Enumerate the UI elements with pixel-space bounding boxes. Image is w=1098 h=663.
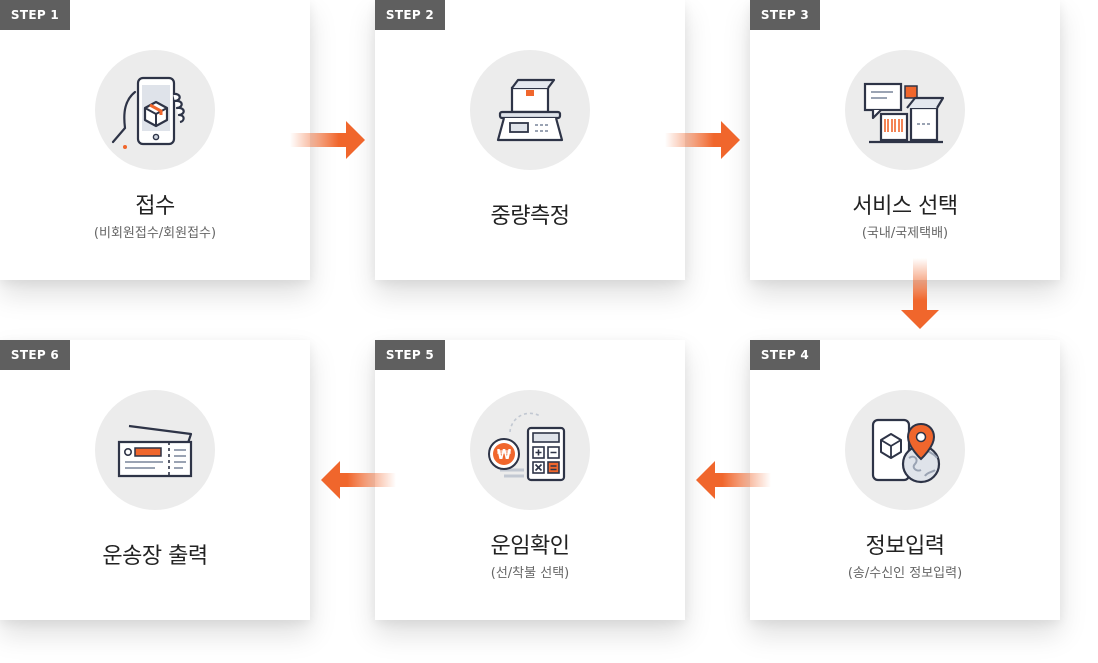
waybill-ticket-icon [95,390,215,510]
step-badge: STEP 4 [750,340,820,370]
step-card-4: STEP 4 정보입력 (송/수신인 정보입력) [750,340,1060,620]
arrow-down-icon [901,258,939,329]
step-subtitle: (국내/국제택배) [861,226,949,241]
step-card-5: STEP 5 ₩ 운임확인 (선/착불 선택) [375,340,685,620]
calculator-coin-icon: ₩ [470,390,590,510]
step-title: 서비스 선택 [852,194,958,219]
step-badge: STEP 1 [0,0,70,30]
step-badge: STEP 6 [0,340,70,370]
arrow-right-icon [290,121,365,159]
step-subtitle: (송/수신인 정보입력) [847,566,963,581]
svg-text:₩: ₩ [497,448,512,463]
weighing-scale-icon [470,50,590,170]
step-card-6: STEP 6 운송장 출력 [0,340,310,620]
step-badge: STEP 3 [750,0,820,30]
step-title: 정보입력 [865,534,945,559]
step-card-2: STEP 2 중량측정 [375,0,685,280]
step-subtitle: (비회원접수/회원접수) [93,226,217,241]
step-card-1: STEP 1 접수 (비회원접수/회원접수) [0,0,310,280]
step-title: 접수 [135,194,175,219]
arrow-left-icon [321,461,396,499]
location-globe-icon [845,390,965,510]
arrow-left-icon [696,461,771,499]
step-card-3: STEP 3 서비스 선택 (국내/국제택배) [750,0,1060,280]
phone-package-icon [95,50,215,170]
step-title: 운임확인 [490,534,570,559]
step-badge: STEP 2 [375,0,445,30]
step-subtitle: (선/착불 선택) [490,566,570,581]
service-package-icon [845,50,965,170]
arrow-right-icon [665,121,740,159]
step-title: 중량측정 [490,204,570,229]
step-badge: STEP 5 [375,340,445,370]
step-title: 운송장 출력 [102,544,208,569]
